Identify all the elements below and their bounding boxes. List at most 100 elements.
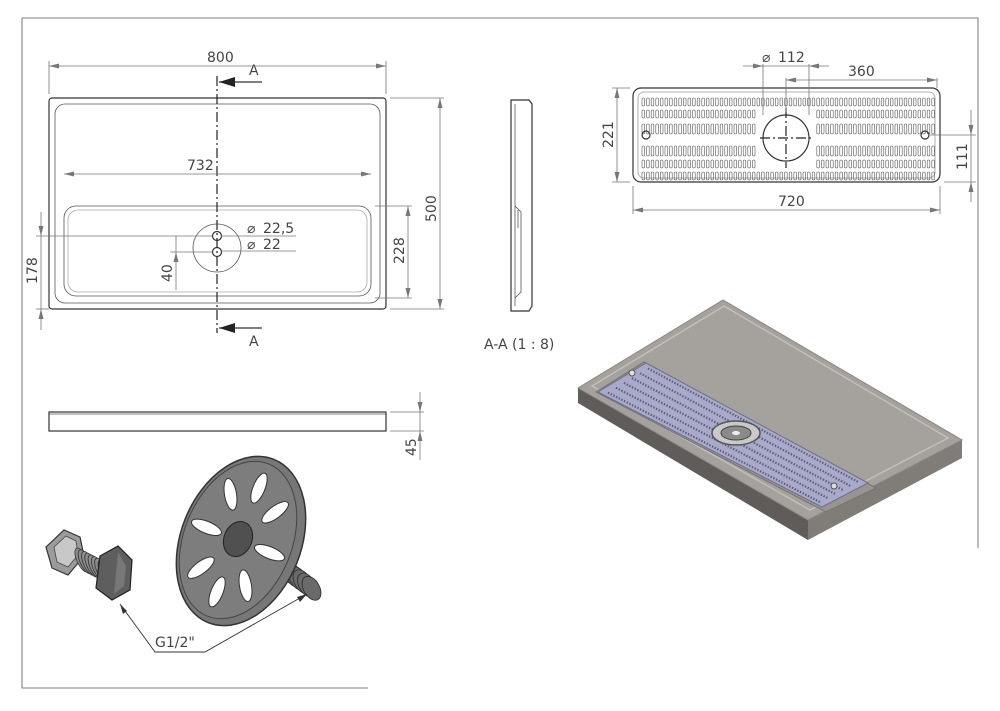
- grate-slot: [853, 123, 857, 135]
- grate-slot: [719, 109, 724, 119]
- grate-slot: [710, 159, 714, 169]
- grate-slot: [660, 145, 664, 157]
- grate-slot: [650, 159, 655, 169]
- grate-slot: [931, 145, 935, 157]
- grate-slot: [867, 123, 871, 135]
- grate-slot: [922, 109, 926, 119]
- iso-tray-top: [577, 299, 964, 521]
- grate-slot: [848, 109, 852, 119]
- grate-slot: [706, 109, 710, 119]
- grate-slot: [687, 109, 691, 119]
- dim-arrow: [361, 171, 371, 177]
- strainer-hub: [222, 521, 254, 557]
- grate-slot: [733, 109, 737, 119]
- fitting-nut: [95, 545, 133, 601]
- grate-slot: [903, 159, 908, 169]
- grate-slot: [880, 145, 885, 157]
- grate-slot: [724, 159, 728, 169]
- grate-slot: [650, 123, 655, 135]
- grate-slot: [899, 97, 903, 107]
- grate-slot: [917, 109, 921, 119]
- grate-slot: [733, 145, 737, 157]
- grate-slot: [876, 159, 880, 169]
- grate-slot: [917, 171, 921, 181]
- grate-slot: [765, 97, 770, 107]
- grate-slot: [729, 171, 733, 181]
- grate-slot: [834, 171, 839, 181]
- grate-slot: [779, 171, 783, 181]
- grate-slot: [894, 171, 898, 181]
- section-marker-top: A: [249, 63, 259, 79]
- grate-slot: [899, 159, 903, 169]
- dim-arrow: [173, 252, 179, 262]
- grate-slot: [715, 159, 719, 169]
- grate-slot: [770, 171, 774, 181]
- grate-slot: [839, 97, 843, 107]
- grate-slot: [867, 145, 871, 157]
- dim-arrow: [38, 309, 44, 319]
- grate-slot: [885, 123, 889, 135]
- grate-slot: [710, 97, 714, 107]
- grate-slot: [738, 145, 742, 157]
- grate-slot: [664, 109, 668, 119]
- grate-slot: [857, 97, 862, 107]
- grate-slot: [733, 171, 737, 181]
- grate-slot: [844, 145, 848, 157]
- grate-slot: [825, 109, 829, 119]
- dim-45: 45: [404, 438, 420, 456]
- grate-slot: [719, 159, 724, 169]
- grate-slot: [719, 171, 724, 181]
- grate-slot: [761, 171, 765, 181]
- iso-tray-front-side: [578, 388, 808, 540]
- grate-slot: [844, 123, 848, 135]
- grate-slot: [908, 171, 912, 181]
- grate-slot: [752, 123, 756, 135]
- grate-slot: [839, 171, 843, 181]
- grate-slot: [646, 123, 650, 135]
- grate-slot: [917, 145, 921, 157]
- grate-slot: [696, 109, 701, 119]
- grate-mount-hole-right: [920, 130, 930, 140]
- grate-slot: [825, 159, 829, 169]
- grate-slot: [664, 97, 668, 107]
- grate-slot: [821, 159, 825, 169]
- grate-slot: [880, 159, 885, 169]
- grate-slot: [876, 97, 880, 107]
- strainer-hole: [208, 576, 226, 608]
- section-marker-bottom: A: [249, 334, 259, 350]
- grate-slot: [830, 145, 834, 157]
- dim-arrow: [64, 171, 74, 177]
- grate-slot: [876, 109, 880, 119]
- grate-slot: [747, 123, 751, 135]
- grate-slot: [742, 123, 747, 135]
- grate-slot: [793, 97, 797, 107]
- grate-slot: [876, 171, 880, 181]
- grate-slot: [917, 159, 921, 169]
- grate-slot: [687, 171, 691, 181]
- grate-slot: [770, 97, 774, 107]
- grate-slots: [641, 97, 935, 181]
- grate-slot: [922, 97, 926, 107]
- dim-arrow: [809, 63, 819, 69]
- grate-slot: [793, 171, 797, 181]
- grate-slot: [683, 171, 687, 181]
- grate-slot: [669, 109, 673, 119]
- grate-slot: [724, 145, 728, 157]
- grate-slot: [664, 171, 668, 181]
- grate-slot: [885, 159, 889, 169]
- grate-slot: [646, 159, 650, 169]
- grate-slot: [862, 145, 866, 157]
- grate-slot: [660, 97, 664, 107]
- grate-slot: [765, 171, 770, 181]
- grate-slot: [830, 171, 834, 181]
- grate-slot: [848, 159, 852, 169]
- dia-symbol: ⌀: [247, 221, 256, 237]
- grate-slot: [660, 109, 664, 119]
- grate-slot: [894, 159, 898, 169]
- grate-slot: [683, 123, 687, 135]
- grate-slot: [885, 97, 889, 107]
- strainer-hole: [253, 544, 286, 562]
- grate-slot: [853, 97, 857, 107]
- grate-slot: [738, 159, 742, 169]
- dim-500: 500: [424, 195, 440, 222]
